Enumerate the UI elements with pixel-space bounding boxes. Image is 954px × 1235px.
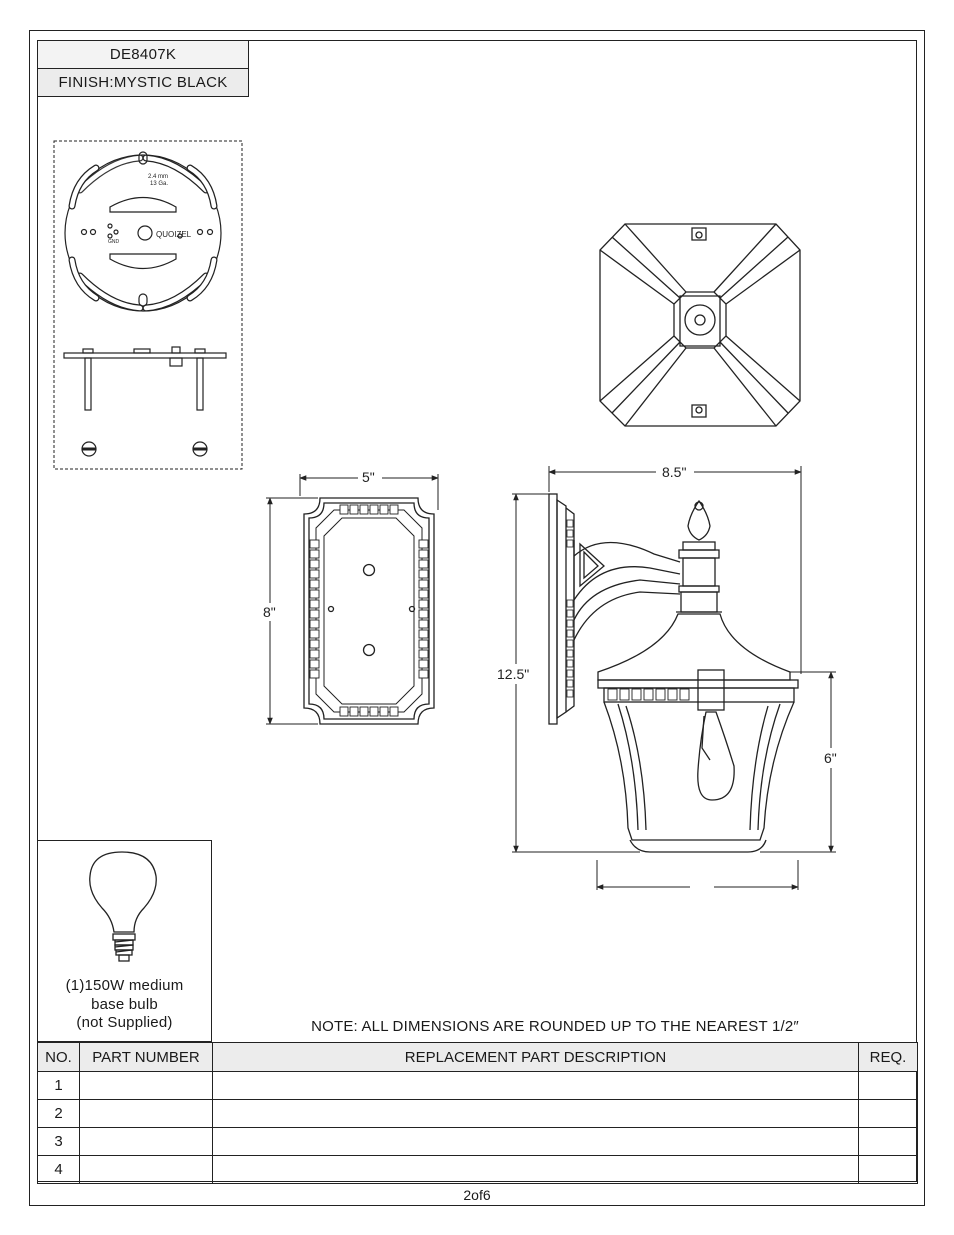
bulb-spec-box: (1)150W medium base bulb (not Supplied) <box>37 840 212 1042</box>
header-part-number: PART NUMBER <box>79 1042 213 1072</box>
lantern-dimensions <box>512 466 836 890</box>
backplate-width-label: 5" <box>362 469 375 485</box>
bulb-description: (1)150W medium base bulb (not Supplied) <box>38 977 211 1033</box>
row-req <box>858 1155 918 1184</box>
lantern-top-view <box>599 223 801 427</box>
screw-heads <box>81 441 208 457</box>
row-no: 4 <box>37 1155 80 1184</box>
outer-border <box>29 30 925 1206</box>
row-part-number <box>79 1127 213 1156</box>
page-number: 2of6 <box>463 1187 491 1203</box>
table-row: 3 <box>37 1127 918 1156</box>
row-description <box>212 1099 859 1128</box>
header-description: REPLACEMENT PART DESCRIPTION <box>212 1042 859 1072</box>
backplate-dimensions <box>266 474 439 725</box>
extension-label: 8.5" <box>662 464 686 480</box>
table-row: 2 <box>37 1099 918 1128</box>
finish-label: FINISH:MYSTIC BLACK <box>37 68 249 97</box>
overall-height-label: 12.5" <box>497 666 529 682</box>
plate-screw-spec-2: 13 Ga. <box>150 181 168 187</box>
row-req <box>858 1127 918 1156</box>
table-row: 1 <box>37 1071 918 1100</box>
model-number: DE8407K <box>37 40 249 69</box>
row-req <box>858 1071 918 1100</box>
bulb-icon <box>89 851 157 962</box>
row-no: 1 <box>37 1071 80 1100</box>
plate-ground-label: GND <box>108 239 120 245</box>
bulb-line-2: base bulb <box>91 995 158 1013</box>
header-no: NO. <box>37 1042 80 1072</box>
dimension-note: NOTE: ALL DIMENSIONS ARE ROUNDED UP TO T… <box>311 1018 799 1035</box>
plate-screw-spec-1: 2.4 mm <box>148 174 168 180</box>
arm-bead-column <box>566 519 574 698</box>
row-description <box>212 1155 859 1184</box>
row-description <box>212 1071 859 1100</box>
replacement-parts-table: NO. PART NUMBER REPLACEMENT PART DESCRIP… <box>37 1042 918 1184</box>
row-no: 3 <box>37 1127 80 1156</box>
row-req <box>858 1099 918 1128</box>
title-block: DE8407K FINISH:MYSTIC BLACK <box>37 40 249 98</box>
table-row: 4 <box>37 1155 918 1184</box>
backplate-height-label: 8" <box>263 604 276 620</box>
row-description <box>212 1127 859 1156</box>
lantern-height-label: 6" <box>824 750 837 766</box>
header-req: REQ. <box>858 1042 918 1072</box>
bulb-line-3: (not Supplied) <box>76 1014 173 1031</box>
row-no: 2 <box>37 1099 80 1128</box>
table-header-row: NO. PART NUMBER REPLACEMENT PART DESCRIP… <box>37 1042 918 1072</box>
row-part-number <box>79 1155 213 1184</box>
row-part-number <box>79 1071 213 1100</box>
crossbar-side-view <box>63 346 227 411</box>
mounting-plate-detail: QUOIZEL 2.4 mm 13 Ga. GND <box>53 140 243 470</box>
row-part-number <box>79 1099 213 1128</box>
round-crossbar-plate <box>64 151 222 312</box>
bulb-line-1: (1)150W medium <box>65 977 184 994</box>
backplate-front-view <box>303 497 435 725</box>
plate-brand-label: QUOIZEL <box>156 230 192 239</box>
backplate-bead-border <box>309 504 429 717</box>
lantern-bead-band <box>607 688 690 701</box>
lantern-side-view <box>548 493 799 853</box>
